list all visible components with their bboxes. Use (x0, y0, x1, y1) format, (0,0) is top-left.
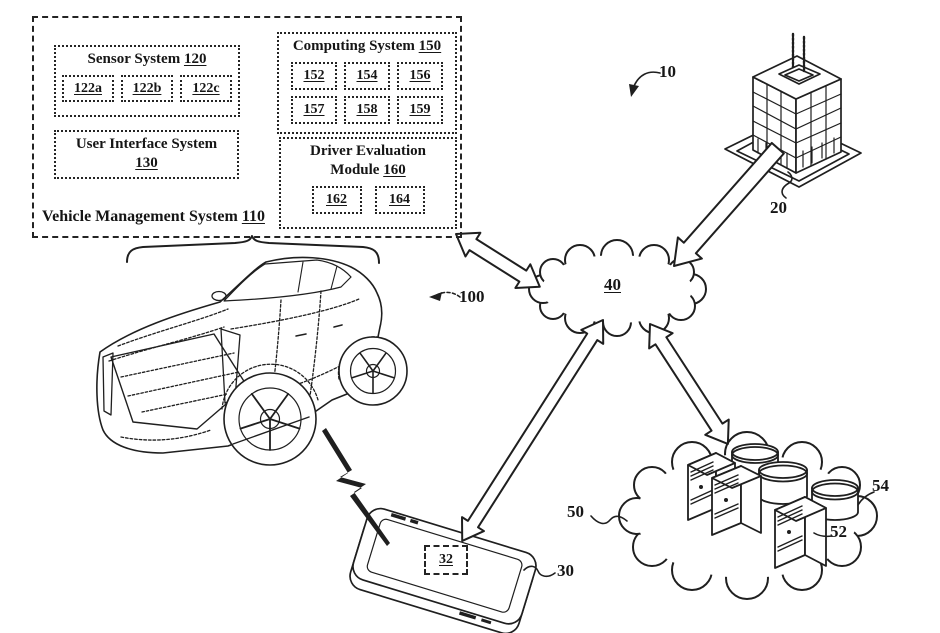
sensor-system-box: Sensor System 120 122a 122b 122c (54, 45, 240, 117)
leader-50 (590, 515, 628, 525)
sensor-system-ref: 120 (183, 51, 207, 67)
ui-system-label: User Interface System (75, 136, 218, 152)
leader-10 (633, 71, 661, 87)
building-ref-label: 20 (770, 198, 787, 217)
driver-eval-title-line2: Module 160 (281, 161, 455, 180)
driver-eval-162-box: 162 (311, 186, 362, 214)
lightning-bolt (322, 428, 390, 546)
building-shape (724, 32, 862, 188)
vms-ref: 110 (241, 208, 265, 225)
network-cloud-ref-label: 40 (604, 276, 621, 293)
computing-154-box: 154 (344, 62, 390, 90)
phone-ref-label: 30 (557, 561, 574, 580)
network-cloud-ref: 40 (604, 275, 621, 294)
phone-module-ref: 32 (439, 552, 453, 567)
leader-52 (813, 532, 833, 538)
arrow-building-cloud (673, 141, 785, 267)
computing-157-box: 157 (291, 96, 337, 124)
computing-system-label: Computing System (292, 38, 415, 54)
sensor-system-label: Sensor System (87, 51, 181, 67)
arrow-cloud-phone (461, 319, 605, 542)
sensor-122c-box: 122c (180, 75, 232, 102)
sensor-items: 122a 122b 122c (56, 75, 238, 102)
server-ref-label: 52 (830, 522, 847, 541)
vehicle-brace (126, 235, 380, 264)
computing-158-box: 158 (344, 96, 390, 124)
driver-evaluation-module-box: Driver Evaluation Module 160 162 164 (279, 137, 457, 229)
computing-152-box: 152 (291, 62, 337, 90)
driver-eval-ref: 160 (383, 162, 406, 178)
server-towers (687, 452, 827, 569)
computing-items-row1: 152 154 156 (279, 62, 455, 90)
computing-items-row2: 157 158 159 (279, 96, 455, 124)
ui-system-title: User Interface System (56, 135, 237, 154)
vms-title-label: Vehicle Management System (42, 208, 238, 225)
vehicle-ref-label: 100 (459, 287, 485, 306)
server-cloud-ref-label: 50 (567, 502, 584, 521)
user-interface-system-box: User Interface System 130 (54, 130, 239, 179)
database-ref-label: 54 (872, 476, 889, 495)
driver-eval-164-box: 164 (374, 186, 425, 214)
computing-system-ref: 150 (418, 38, 442, 54)
computing-156-box: 156 (397, 62, 443, 90)
connector-arrows (455, 141, 785, 542)
leader-100-head (429, 292, 442, 301)
vehicle-shape (96, 256, 408, 466)
sensor-122a-box: 122a (62, 75, 114, 102)
arrow-cloud-servers (648, 323, 730, 445)
leader-54 (857, 491, 875, 506)
driver-eval-module-label: Module (330, 162, 380, 178)
leader-30 (523, 565, 556, 578)
vms-title: Vehicle Management System 110 (42, 208, 265, 226)
driver-eval-title-line1: Driver Evaluation (310, 143, 426, 159)
leader-lines (429, 71, 875, 578)
computing-159-box: 159 (397, 96, 443, 124)
ui-system-ref: 130 (135, 155, 158, 171)
arrow-cloud-vms (455, 231, 541, 289)
network-cloud-shape (528, 239, 707, 337)
driver-eval-items: 162 164 (281, 186, 455, 214)
computing-system-title: Computing System 150 (279, 37, 455, 56)
sensor-122b-box: 122b (121, 75, 173, 102)
figure-ref-label: 10 (659, 62, 676, 81)
computing-system-box: Computing System 150 152 154 156 157 158… (277, 32, 457, 134)
sensor-system-title: Sensor System 120 (56, 50, 238, 69)
vehicle-management-system-box: Sensor System 120 122a 122b 122c User In… (32, 16, 462, 238)
leader-10-head (629, 84, 639, 97)
leader-20 (781, 171, 793, 199)
phone-shape (349, 507, 537, 633)
phone-module-box: 32 (424, 545, 468, 575)
